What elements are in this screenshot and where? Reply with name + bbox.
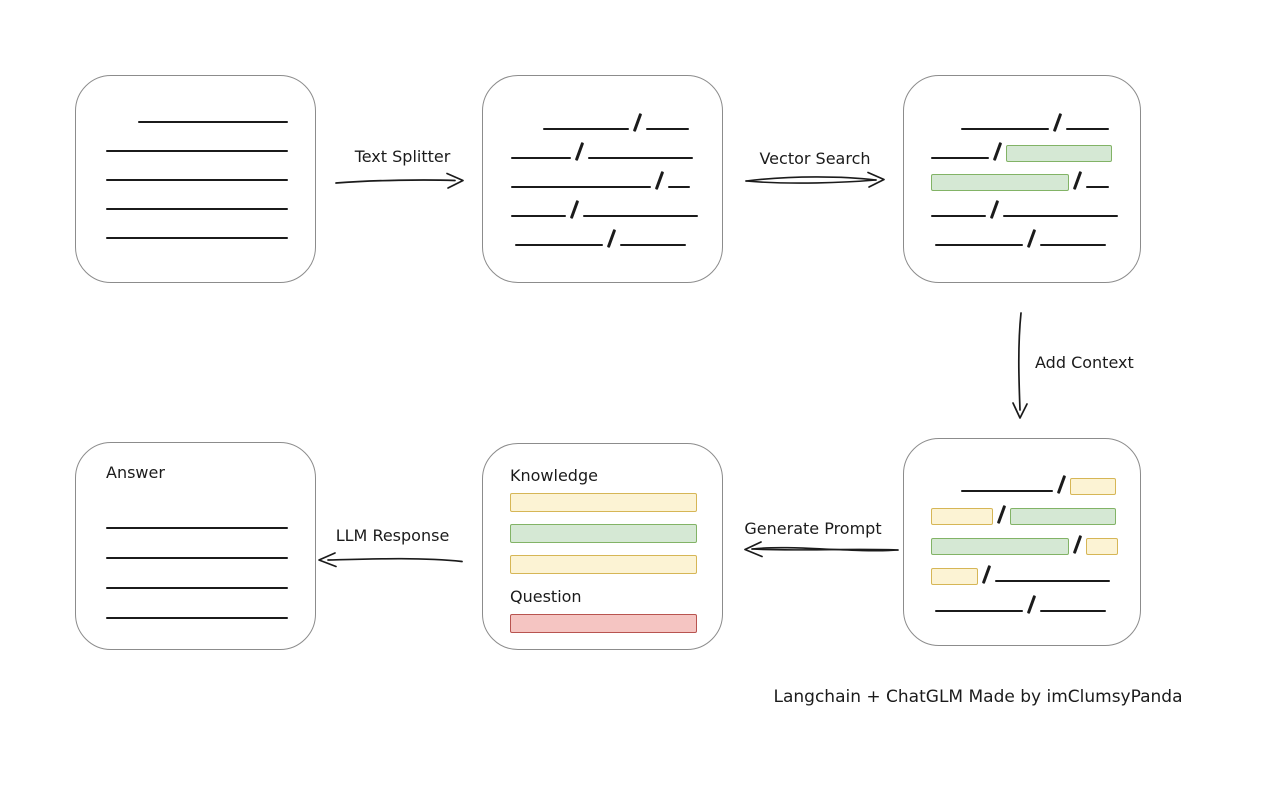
- green-highlight-chunk: [931, 174, 1069, 191]
- text-splitter-label: Text Splitter: [354, 147, 451, 166]
- answer-node: Answer: [75, 442, 316, 650]
- text-line: [1086, 186, 1109, 188]
- split-text-node: [482, 75, 723, 283]
- text-line: [588, 157, 693, 159]
- segment-row: [511, 217, 722, 248]
- segment-row: [511, 159, 722, 190]
- text-line: [620, 244, 686, 246]
- matched-chunks-node: [903, 75, 1141, 283]
- document-node: [75, 75, 316, 283]
- slash-separator: [1026, 229, 1037, 248]
- split-text-lines: [483, 76, 722, 248]
- knowledge-bars: [510, 493, 722, 574]
- document-lines: [76, 76, 315, 239]
- context-chunks-node: [903, 438, 1141, 646]
- segment-row: [106, 123, 315, 152]
- green-highlight-chunk: [931, 538, 1069, 555]
- text-line: [931, 157, 989, 159]
- segment-row: [931, 462, 1140, 495]
- text-line: [543, 128, 629, 130]
- text-line: [106, 557, 288, 559]
- segment-row: [931, 522, 1140, 555]
- text-line: [511, 157, 571, 159]
- text-line: [961, 128, 1049, 130]
- text-line: [138, 121, 288, 123]
- segment-row: [106, 152, 315, 181]
- text-line: [646, 128, 689, 130]
- generate-prompt-arrow: [744, 541, 899, 558]
- text-line: [583, 215, 698, 217]
- segment-row: [931, 582, 1140, 614]
- text-line: [935, 610, 1023, 612]
- segment-row: [931, 492, 1140, 525]
- text-line: [106, 179, 288, 181]
- segment-row: [106, 94, 315, 123]
- segment-row: [931, 159, 1140, 191]
- text-line: [106, 527, 288, 529]
- yellow-highlight-chunk: [1070, 478, 1116, 495]
- text-line: [106, 617, 288, 619]
- segment-row: [106, 181, 315, 210]
- context-chunks-lines: [904, 439, 1140, 614]
- answer-lines: [106, 499, 315, 619]
- segment-row: [931, 552, 1140, 585]
- segment-row: [511, 188, 722, 219]
- llm-response-arrow: [318, 552, 463, 568]
- text-line: [1066, 128, 1109, 130]
- slash-separator: [606, 229, 617, 248]
- text-line: [668, 186, 690, 188]
- text-line: [106, 150, 288, 152]
- add-context-arrow: [1012, 312, 1028, 419]
- segment-row: [931, 188, 1140, 219]
- green-bar: [510, 524, 697, 543]
- yellow-highlight-chunk: [1086, 538, 1118, 555]
- yellow-bar: [510, 493, 697, 512]
- text-line: [1040, 244, 1106, 246]
- segment-row: [511, 101, 722, 132]
- segment-row: [106, 210, 315, 239]
- question-bars: [510, 614, 722, 633]
- text-line: [515, 244, 603, 246]
- red-bar: [510, 614, 697, 633]
- question-label: Question: [510, 587, 582, 606]
- segment-row: [931, 217, 1140, 248]
- text-line: [1040, 610, 1106, 612]
- segment-row: [106, 499, 315, 529]
- green-highlight-chunk: [1006, 145, 1112, 162]
- segment-row: [106, 529, 315, 559]
- segment-row: [931, 130, 1140, 162]
- add-context-label: Add Context: [1035, 353, 1134, 372]
- caption: Langchain + ChatGLM Made by imClumsyPand…: [773, 687, 1183, 707]
- vector-search-arrow: [745, 171, 885, 188]
- text-line: [511, 186, 651, 188]
- vector-search-label: Vector Search: [759, 149, 871, 168]
- segment-row: [931, 101, 1140, 132]
- segment-row: [511, 130, 722, 161]
- segment-row: [106, 559, 315, 589]
- yellow-bar: [510, 555, 697, 574]
- generate-prompt-label: Generate Prompt: [744, 519, 882, 538]
- text-line: [961, 490, 1053, 492]
- text-line: [995, 580, 1110, 582]
- prompt-node: Knowledge Question: [482, 443, 723, 650]
- text-line: [106, 587, 288, 589]
- text-line: [935, 244, 1023, 246]
- green-highlight-chunk: [1010, 508, 1116, 525]
- yellow-highlight-chunk: [931, 508, 993, 525]
- yellow-highlight-chunk: [931, 568, 978, 585]
- llm-response-label: LLM Response: [335, 526, 450, 545]
- text-line: [931, 215, 986, 217]
- knowledge-label: Knowledge: [510, 466, 598, 485]
- text-line: [106, 237, 288, 239]
- matched-chunks-lines: [904, 76, 1140, 248]
- text-splitter-arrow: [335, 172, 464, 189]
- segment-row: [106, 589, 315, 619]
- answer-label: Answer: [106, 463, 165, 482]
- slash-separator: [1026, 595, 1037, 614]
- text-line: [106, 208, 288, 210]
- text-line: [511, 215, 566, 217]
- text-line: [1003, 215, 1118, 217]
